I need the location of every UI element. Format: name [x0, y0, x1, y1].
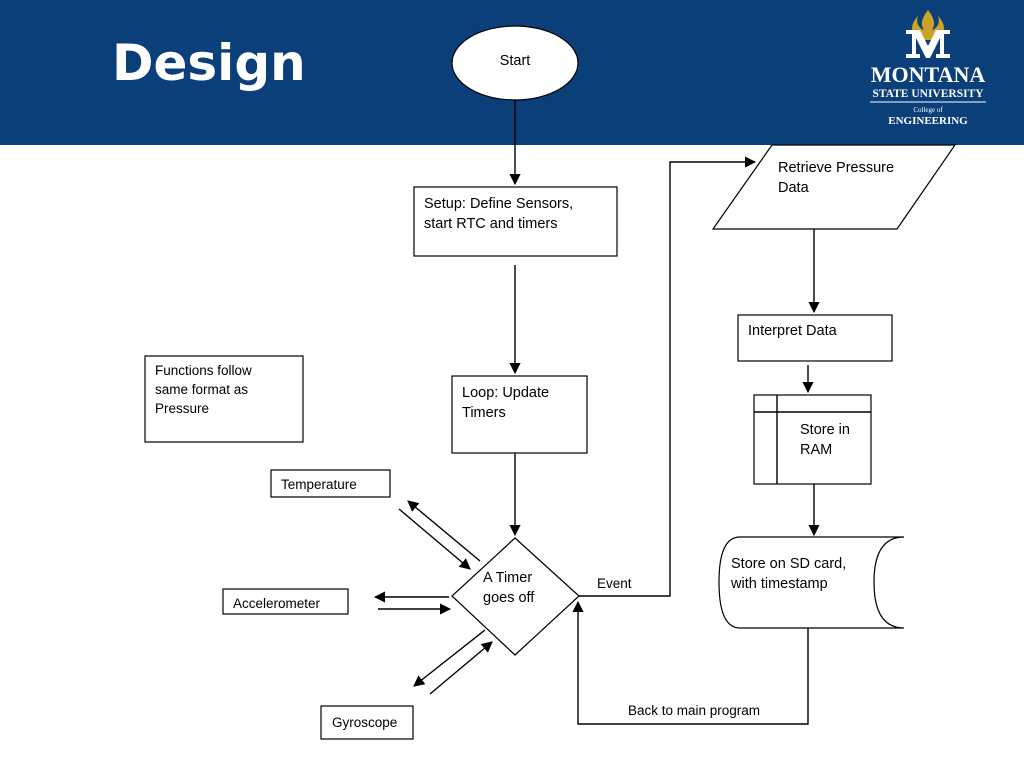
decision-label-line1: A Timer — [483, 570, 532, 586]
store-ram-label-line2: RAM — [800, 442, 832, 458]
setup-label-line2: start RTC and timers — [424, 216, 558, 232]
arrow-event-retrieve — [579, 156, 757, 597]
arrow-from-gyroscope — [429, 641, 493, 695]
temperature-label: Temperature — [281, 477, 357, 492]
accelerometer-label: Accelerometer — [233, 596, 321, 611]
arrow-back-to-main — [572, 600, 809, 725]
logo-line3: College of — [913, 106, 943, 114]
loop-node: Loop: Update Timers — [451, 375, 588, 454]
temperature-node: Temperature — [270, 469, 391, 498]
event-label: Event — [597, 576, 632, 591]
retrieve-label-line1: Retrieve Pressure — [778, 160, 894, 176]
retrieve-node: Retrieve Pressure Data — [711, 144, 957, 230]
loop-label-line2: Timers — [462, 405, 506, 421]
decision-label-line2: goes off — [483, 590, 535, 606]
logo-line1: MONTANA — [871, 62, 986, 87]
gyroscope-label: Gyroscope — [332, 715, 397, 730]
logo-line4: ENGINEERING — [888, 115, 968, 127]
setup-node: Setup: Define Sensors, start RTC and tim… — [413, 186, 618, 257]
back-to-main-label: Back to main program — [628, 703, 760, 718]
montana-state-university-logo: MONTANA STATE UNIVERSITY College of ENGI… — [870, 10, 986, 127]
note-node: Functions follow same format as Pressure — [144, 355, 304, 443]
store-sd-label-line2: with timestamp — [730, 576, 828, 592]
slide-title: Design — [112, 34, 306, 92]
store-sd-node: Store on SD card, with timestamp — [718, 536, 905, 629]
note-line2: same format as — [155, 382, 248, 397]
note-line1: Functions follow — [155, 363, 252, 378]
logo-m-icon — [906, 30, 950, 58]
setup-label-line1: Setup: Define Sensors, — [424, 196, 573, 212]
store-ram-label-line1: Store in — [800, 422, 850, 438]
start-node: Start — [451, 25, 579, 101]
loop-label-line1: Loop: Update — [462, 385, 549, 401]
arrow-to-temperature — [407, 500, 481, 562]
decision-node: A Timer goes off — [451, 537, 580, 656]
accelerometer-node: Accelerometer — [222, 588, 349, 615]
start-label: Start — [500, 53, 531, 69]
arrow-to-gyroscope — [413, 629, 486, 687]
gyroscope-node: Gyroscope — [320, 705, 414, 740]
interpret-label: Interpret Data — [748, 323, 838, 339]
store-ram-node: Store in RAM — [753, 394, 872, 485]
note-line3: Pressure — [155, 401, 209, 416]
retrieve-label-line2: Data — [778, 180, 810, 196]
arrow-from-temperature — [398, 508, 471, 570]
logo-line2: STATE UNIVERSITY — [872, 88, 984, 100]
interpret-node: Interpret Data — [737, 314, 893, 362]
store-sd-label-line1: Store on SD card, — [731, 556, 846, 572]
